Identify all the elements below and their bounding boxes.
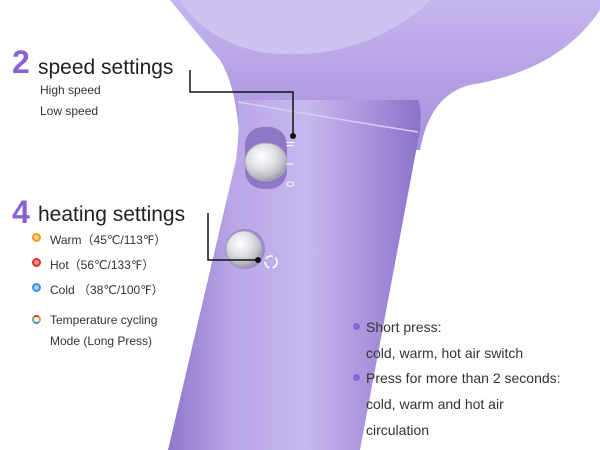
cycle-dot-icon <box>32 315 41 324</box>
heat-callout-line <box>207 213 256 261</box>
note-2-line-2: cold, warm and hot air <box>366 396 504 412</box>
handle-seam <box>237 101 419 133</box>
warm-dot-icon <box>32 233 41 242</box>
note-bullet-2 <box>353 374 360 381</box>
speed-title: speed settings <box>38 56 174 79</box>
heat-item-cold: Cold （38℃/100℉） <box>50 283 164 297</box>
hot-dot-icon <box>32 258 41 267</box>
heat-callout-dot <box>255 257 261 263</box>
speed-item-high: High speed <box>40 83 101 97</box>
cold-dot-icon <box>32 283 41 292</box>
note-1-line-1: Short press: <box>366 319 442 335</box>
switch-mark-1: I <box>284 162 297 166</box>
speed-item-low: Low speed <box>40 104 99 118</box>
note-2-line-3: circulation <box>366 422 430 438</box>
heat-title: heating settings <box>38 203 186 226</box>
speed-switch-button <box>244 142 288 182</box>
speed-callout-line <box>189 70 294 134</box>
note-1-line-2: cold, warm, hot air switch <box>366 345 524 361</box>
dryer-handle <box>168 100 421 450</box>
speed-count: 2 <box>12 44 30 80</box>
dryer-head-face <box>180 0 430 55</box>
heat-item-cycle-line2: Mode (Long Press) <box>50 334 153 348</box>
heat-item-cycle: Temperature cycling <box>50 313 158 327</box>
note-2-line-1: Press for more than 2 seconds: <box>366 370 561 386</box>
heat-item-warm: Warm（45℃/113℉） <box>50 233 167 247</box>
heat-button <box>225 230 263 268</box>
note-bullet-1 <box>353 323 360 330</box>
heat-item-hot: Hot（56℃/133℉） <box>50 258 155 272</box>
speed-callout-dot <box>290 133 296 139</box>
switch-mark-0: 0 <box>285 180 298 188</box>
cycle-icon <box>264 255 278 269</box>
heat-count: 4 <box>12 194 30 230</box>
switch-mark-2: II <box>285 140 298 148</box>
